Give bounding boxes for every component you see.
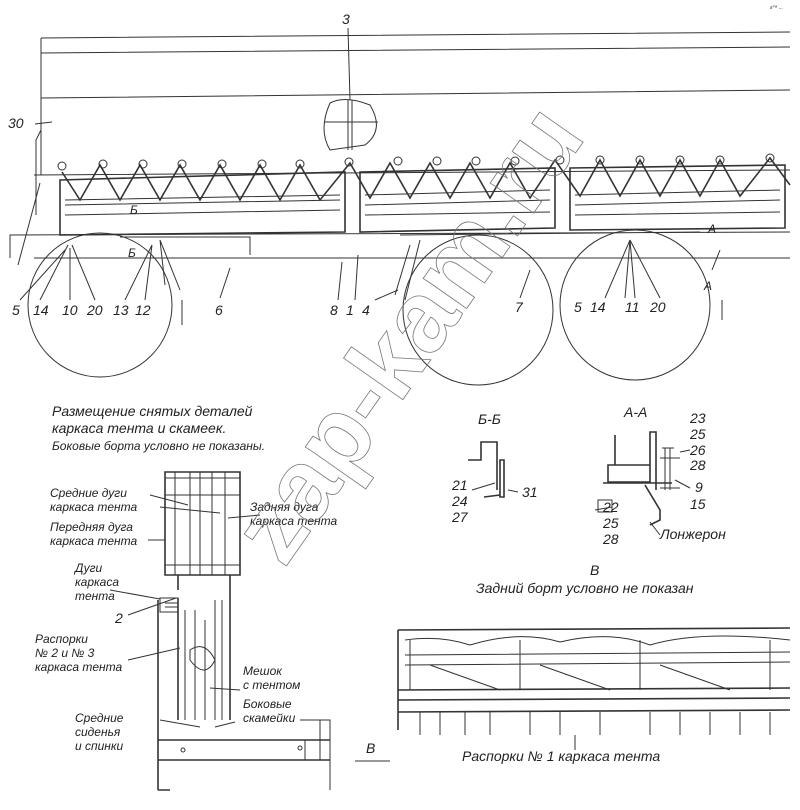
callout: 14 (590, 299, 606, 315)
callout: 27 (451, 509, 469, 525)
callout: 21 (451, 477, 468, 493)
view-b-title: В (590, 562, 599, 578)
callout-30: 30 (8, 115, 24, 131)
layout-caption-line2: каркаса тента и скамеек. (52, 420, 226, 436)
label-front-bow-1: Передняя дуга (50, 520, 133, 534)
section-bb: Б-Б 21 24 27 31 (451, 411, 538, 525)
callout: 31 (522, 484, 538, 500)
label-middle-bows-1: Средние дуги (50, 486, 127, 500)
callout: 11 (625, 299, 640, 315)
layout-caption-line1: Размещение снятых деталей (52, 403, 253, 419)
callout: 23 (689, 410, 706, 426)
section-mark-b-2: Б (128, 246, 136, 260)
callout: 5 (12, 302, 20, 318)
view-b-arrow-label: В (366, 740, 375, 756)
watermark: zap-kam.ru (210, 85, 605, 583)
label-rear-bow-2: каркаса тента (250, 514, 337, 528)
label-side-benches-2: скамейки (243, 711, 296, 725)
callout: 12 (135, 302, 151, 318)
callout: 6 (215, 302, 223, 318)
label-spacers-1: Распорки (35, 632, 88, 646)
label-middle-bows-2: каркаса тента (50, 500, 137, 514)
awning-window (323, 99, 378, 151)
label-front-bow-2: каркаса тента (50, 534, 137, 548)
label-rear-bow-1: Задняя дуга (250, 500, 319, 514)
callout: 20 (649, 299, 666, 315)
label-spacers-2: № 2 и № 3 (35, 646, 95, 660)
section-aa: А-А 23 25 26 28 9 15 22 25 28 Лонжерон (594, 404, 726, 547)
wheels (27, 229, 711, 386)
callout: 7 (515, 299, 524, 315)
section-mark-a-2: А (703, 279, 712, 293)
bottom-callouts: 5 14 10 20 13 12 6 8 1 4 7 5 14 11 20 (12, 299, 666, 318)
callout: 26 (689, 442, 706, 458)
view-b: В Задний борт условно не показан Распорк… (397, 562, 791, 764)
frame-rail-label: Лонжерон (659, 526, 726, 542)
section-aa-title: А-А (623, 404, 647, 420)
label-bag-1: Мешок (243, 664, 283, 678)
callout: 24 (451, 493, 468, 509)
label-side-benches-1: Боковые (243, 697, 292, 711)
callout: 5 (574, 299, 582, 315)
stowage-view: Средние дуги каркаса тента Задняя дуга к… (35, 471, 390, 791)
callout: 28 (689, 457, 706, 473)
label-bows-3: тента (75, 589, 115, 603)
callout: 25 (602, 515, 619, 531)
layout-caption-line3: Боковые борта условно не показаны. (52, 439, 265, 453)
label-middle-seats-2: сиденья (75, 725, 121, 739)
callout: 15 (690, 496, 706, 512)
callout: 25 (689, 426, 706, 442)
callout: 10 (62, 302, 78, 318)
section-mark-a-1: А (707, 222, 716, 236)
watermark-text: zap-kam.ru (210, 85, 605, 582)
callout: 9 (695, 479, 703, 495)
view-b-caption: Распорки № 1 каркаса тента (462, 748, 660, 764)
callout-3: 3 (342, 11, 350, 27)
callout: 13 (113, 302, 129, 318)
callout: 20 (86, 302, 103, 318)
label-bows-1: Дуги (73, 561, 103, 575)
label-spacers-3: каркаса тента (35, 660, 122, 674)
label-bows-2: каркаса (75, 575, 119, 589)
callout: 28 (602, 531, 619, 547)
label-middle-seats-3: и спинки (75, 739, 124, 753)
callout: 4 (362, 302, 370, 318)
truck-side-view: 3 30 Б Б А А 5 14 10 20 13 12 6 8 1 4 7 … (8, 11, 791, 386)
view-b-note: Задний борт условно не показан (476, 580, 694, 596)
callout-2: 2 (114, 610, 123, 626)
section-mark-b-1: Б (130, 203, 138, 217)
callout: 14 (33, 302, 49, 318)
callout: 8 (330, 302, 338, 318)
corner-mark: г™ ... (770, 5, 783, 11)
section-bb-title: Б-Б (478, 411, 501, 427)
label-bag-2: с тентом (243, 678, 300, 692)
label-middle-seats-1: Средние (75, 711, 124, 725)
callout: 22 (602, 499, 619, 515)
callout: 1 (346, 302, 354, 318)
